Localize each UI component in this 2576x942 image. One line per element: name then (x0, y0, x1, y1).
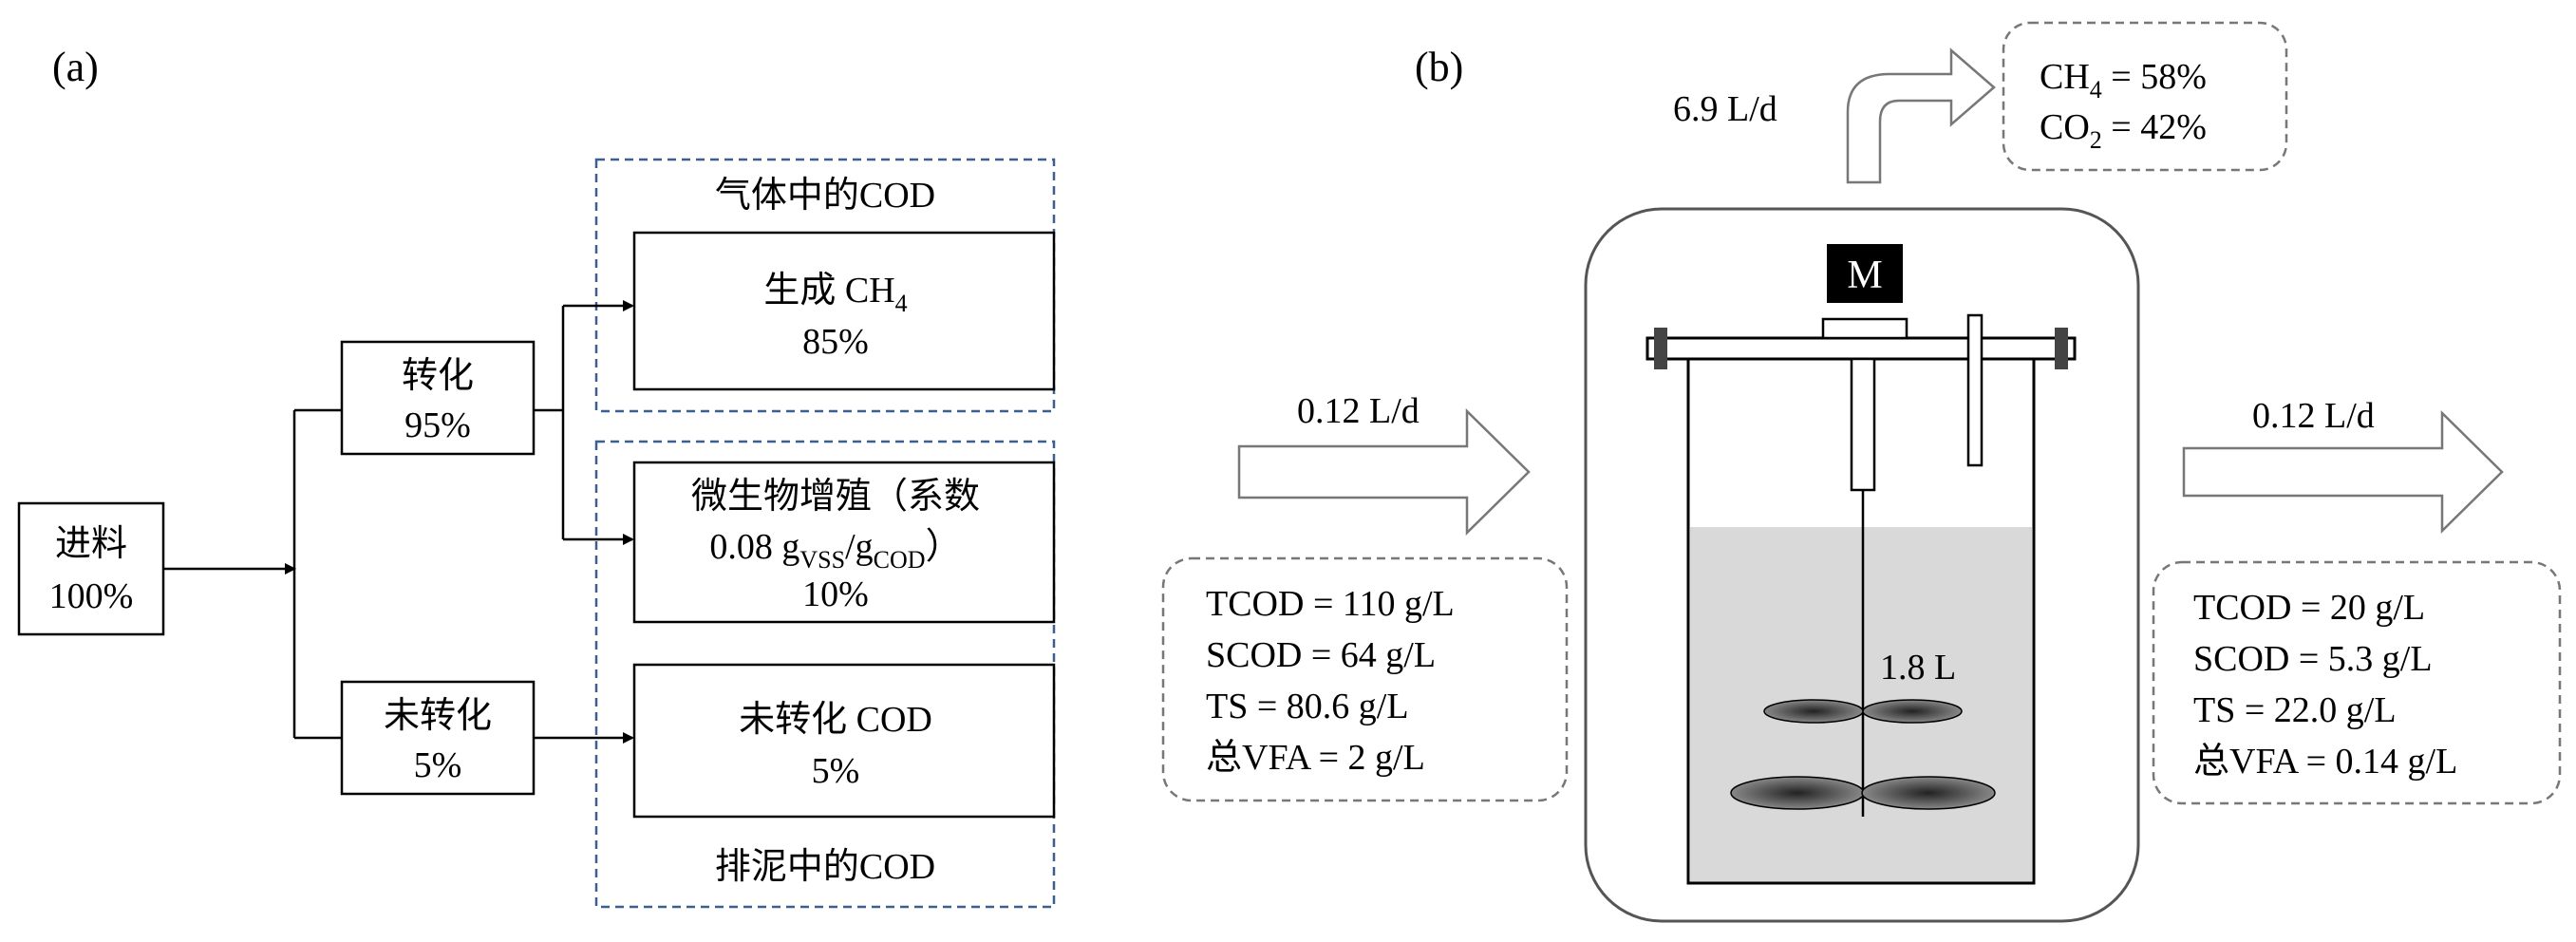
gas-cod-title: 气体中的COD (715, 176, 935, 216)
unconverted-value: 5% (414, 745, 462, 785)
unconverted-label: 未转化 (384, 696, 492, 736)
gas-cod-group (594, 158, 1056, 413)
unconverted-cod-value: 5% (812, 751, 860, 791)
effluent-box (2152, 560, 2562, 805)
methane-value: 85% (802, 322, 869, 362)
inflow-rate: 0.12 L/d (1297, 391, 1420, 431)
effluent-ts: TS = 22.0 g/L (2193, 690, 2397, 730)
converted-box (340, 340, 536, 456)
converted-value: 95% (404, 405, 471, 445)
impeller-lower-right (1861, 776, 1996, 810)
growth-coefficient: 0.08 gVSS/gCOD） (709, 527, 961, 574)
methane-box (632, 231, 1056, 391)
influent-box (1161, 556, 1569, 802)
influent-tcod: TCOD = 110 g/L (1206, 584, 1455, 624)
influent-vfa: 总VFA = 2 g/L (1206, 738, 1425, 778)
unconverted-cod-label: 未转化 COD (739, 700, 932, 740)
probe-tube (1966, 313, 1984, 467)
growth-label: 微生物增殖（系数 (691, 477, 980, 517)
methane-label: 生成 CH4 (763, 271, 907, 317)
reactor-vessel (1686, 351, 2036, 885)
feed-value: 100% (49, 576, 134, 616)
gas-ch4: CH4 = 58% (2040, 57, 2207, 104)
influent-scod: SCOD = 64 g/L (1206, 635, 1436, 675)
feed-box (17, 501, 165, 636)
panel-a-label: (a) (52, 44, 99, 90)
inflow-arrow (1237, 408, 1531, 536)
sludge-cod-title: 排泥中的COD (715, 847, 935, 887)
impeller-upper-left (1763, 699, 1864, 724)
lid-bolt-right (2055, 328, 2068, 369)
effluent-scod: SCOD = 5.3 g/L (2193, 639, 2433, 679)
gas-flow-rate: 6.9 L/d (1673, 89, 1777, 129)
motor-label: M (1847, 254, 1882, 297)
flow-connectors (163, 300, 634, 744)
shaft-sleeve (1850, 357, 1876, 492)
feed-label: 进料 (55, 524, 127, 564)
gas-composition-box (2002, 21, 2288, 172)
motor-icon (1827, 244, 1903, 303)
reactor-lid (1645, 336, 2077, 361)
impeller-lower-left (1730, 776, 1865, 810)
influent-ts: TS = 80.6 g/L (1206, 687, 1409, 726)
effluent-vfa: 总VFA = 0.14 g/L (2193, 742, 2457, 782)
lid-bolt-left (1654, 328, 1667, 369)
growth-box (632, 461, 1056, 624)
unconverted-cod-box (632, 663, 1056, 819)
growth-value: 10% (802, 575, 869, 614)
motor-mount (1821, 317, 1908, 340)
converted-label: 转化 (402, 356, 474, 396)
impeller-upper-right (1862, 699, 1963, 724)
panel-b-label: (b) (1415, 44, 1463, 90)
outflow-arrow (2182, 410, 2504, 534)
outflow-rate: 0.12 L/d (2252, 396, 2375, 436)
gas-outlet-arrow (1846, 47, 1996, 184)
reactor-liquid (1690, 527, 2032, 883)
effluent-tcod: TCOD = 20 g/L (2193, 588, 2425, 628)
reactor-volume: 1.8 L (1880, 648, 1956, 688)
gas-co2: CO2 = 42% (2040, 107, 2207, 154)
